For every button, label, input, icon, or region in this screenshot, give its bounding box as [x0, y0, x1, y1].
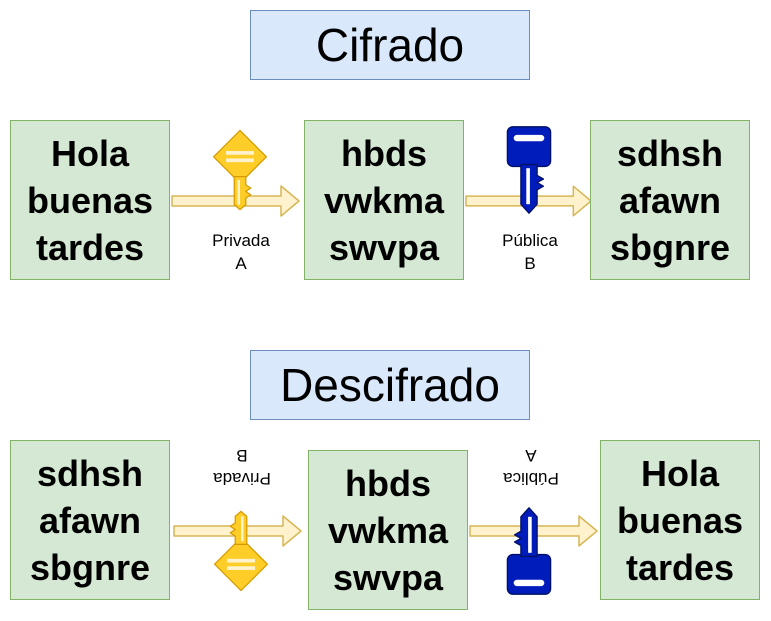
encrypt-ciphertext-line-3: sbgnre: [609, 226, 731, 268]
decrypt-key-1-type: Privada: [213, 469, 271, 488]
decrypt-middle-line-1: hbds: [345, 462, 431, 504]
encrypt-key-2-icon: [502, 119, 556, 221]
encrypt-ciphertext-box: sdhsh afawn sbgnre: [590, 120, 750, 280]
decrypt-ciphertext-box: sdhsh afawn sbgnre: [10, 440, 170, 600]
decrypt-key-2-icon: [502, 500, 556, 602]
decrypt-middle-box: hbds vwkma swvpa: [308, 450, 468, 610]
encrypt-middle-line-2: vwkma: [323, 179, 445, 221]
decrypt-plaintext-box: Hola buenas tardes: [600, 440, 760, 600]
encrypt-title: Cifrado: [250, 10, 530, 80]
encrypt-middle-line-1: hbds: [341, 132, 427, 174]
decrypt-key-2-owner: A: [525, 446, 537, 465]
encrypt-key-1-icon: [207, 119, 273, 221]
decrypt-plaintext-line-2: buenas: [616, 499, 744, 541]
decrypt-middle-line-3: swvpa: [332, 556, 444, 598]
encrypt-key-2-type: Pública: [502, 231, 558, 250]
encrypt-plaintext-line-1: Hola: [50, 132, 129, 174]
decrypt-key-2-type: Pública: [503, 469, 559, 488]
decrypt-title-text: Descifrado: [280, 359, 500, 411]
decrypt-key-2-label: Pública A: [486, 444, 576, 490]
decrypt-plaintext-line-1: Hola: [640, 452, 719, 494]
decrypt-key-1-owner: B: [236, 446, 248, 465]
decrypt-plaintext-line-3: tardes: [625, 546, 735, 588]
encrypt-key-2-owner: B: [524, 254, 536, 273]
encrypt-ciphertext-line-2: afawn: [618, 179, 722, 221]
encrypt-plaintext-box: Hola buenas tardes: [10, 120, 170, 280]
decrypt-title: Descifrado: [250, 350, 530, 420]
decrypt-key-1-icon: [208, 500, 274, 602]
encrypt-key-1-type: Privada: [212, 231, 270, 250]
encrypt-ciphertext-line-1: sdhsh: [616, 132, 723, 174]
decrypt-ciphertext-line-2: afawn: [38, 499, 142, 541]
encrypt-plaintext-line-2: buenas: [26, 179, 154, 221]
decrypt-ciphertext-line-3: sbgnre: [29, 546, 151, 588]
decrypt-key-1-label: Privada B: [197, 444, 287, 490]
encrypt-plaintext-line-3: tardes: [35, 226, 145, 268]
encrypt-key-1-label: Privada A: [196, 229, 286, 275]
encrypt-middle-line-3: swvpa: [328, 226, 440, 268]
encrypt-middle-box: hbds vwkma swvpa: [304, 120, 464, 280]
encrypt-key-1-owner: A: [235, 254, 247, 273]
decrypt-ciphertext-line-1: sdhsh: [36, 452, 143, 494]
decrypt-middle-line-2: vwkma: [327, 509, 449, 551]
encrypt-key-2-label: Pública B: [485, 229, 575, 275]
encrypt-title-text: Cifrado: [315, 19, 465, 71]
